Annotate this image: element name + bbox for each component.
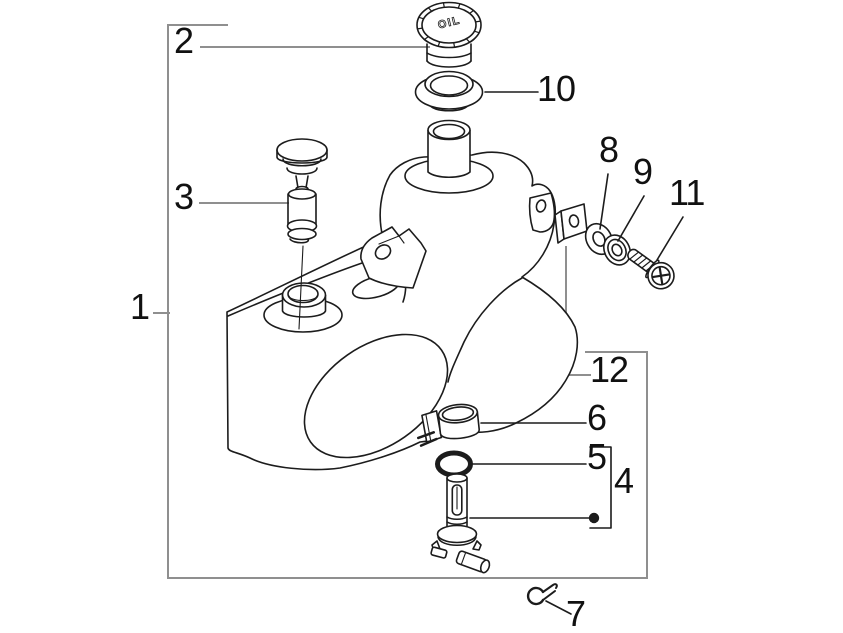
- leader-7: [545, 600, 572, 615]
- level-sensor: [276, 138, 328, 330]
- filler-neck: [427, 119, 471, 179]
- callout-1: 1: [130, 286, 150, 327]
- callout-10: 10: [537, 68, 576, 109]
- spring-clip: [526, 583, 558, 606]
- tank-bracket-tab: [351, 226, 427, 300]
- front-recess: [303, 333, 449, 459]
- o-ring: [435, 450, 473, 478]
- mount-plate: [554, 203, 588, 244]
- sensor-probe: [298, 245, 304, 330]
- sensor-collar: [263, 282, 343, 333]
- callout-12: 12: [590, 349, 629, 390]
- valve-lever: [430, 546, 448, 559]
- callout-11: 11: [669, 172, 705, 213]
- assembly-frame: [167, 24, 648, 579]
- bracket-4: [589, 446, 612, 529]
- callout-8: 8: [599, 129, 619, 170]
- cap-oil-marking: OIL: [437, 14, 462, 31]
- leader-4-dot: [588, 512, 600, 524]
- oil-cap: OIL: [416, 1, 482, 68]
- oil-tank-body: [226, 119, 579, 471]
- clamp-screw: [417, 431, 438, 447]
- leader-lines-black: [469, 91, 684, 615]
- screw: [627, 248, 675, 290]
- callout-2: 2: [174, 20, 194, 61]
- washer-9: [602, 234, 632, 266]
- front-edge-line: [447, 277, 523, 383]
- callout-9: 9: [633, 151, 653, 192]
- leader-8: [599, 173, 609, 230]
- hose-clamp: [417, 403, 481, 447]
- callout-4: 4: [614, 460, 634, 501]
- callout-3: 3: [174, 176, 194, 217]
- phillips-cross: [651, 266, 671, 286]
- callout-6: 6: [587, 397, 607, 438]
- leader-11: [656, 216, 684, 261]
- callout-5: 5: [587, 436, 607, 477]
- cap-knurling: [416, 2, 482, 48]
- tank-side-tab: [528, 192, 556, 233]
- leader-9: [617, 195, 645, 242]
- outlet-pipe: [455, 550, 491, 574]
- outlet-valve: [430, 473, 491, 574]
- filler-grommet: [414, 70, 484, 112]
- callout-7: 7: [566, 593, 586, 633]
